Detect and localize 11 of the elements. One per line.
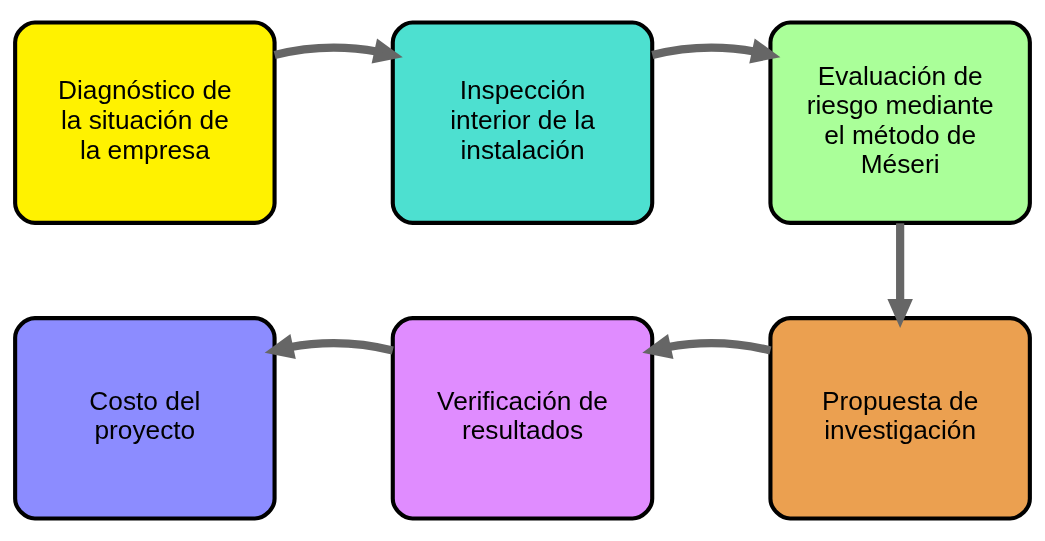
arrow [264, 334, 394, 359]
arrow [887, 223, 913, 329]
node-box: Costo del proyecto [13, 316, 277, 521]
node-box: Diagnóstico de la situación de la empresa [13, 20, 277, 225]
node-box: Inspección interior de la instalación [390, 20, 655, 225]
arrow [651, 38, 781, 64]
arrow [273, 38, 403, 64]
node-box: Verificación de resultados [390, 316, 655, 521]
arrow [642, 334, 772, 359]
node-box: Propuesta de investigación [768, 316, 1032, 521]
node-box: Evaluación de riesgo mediante el método de Méseri [768, 20, 1032, 225]
